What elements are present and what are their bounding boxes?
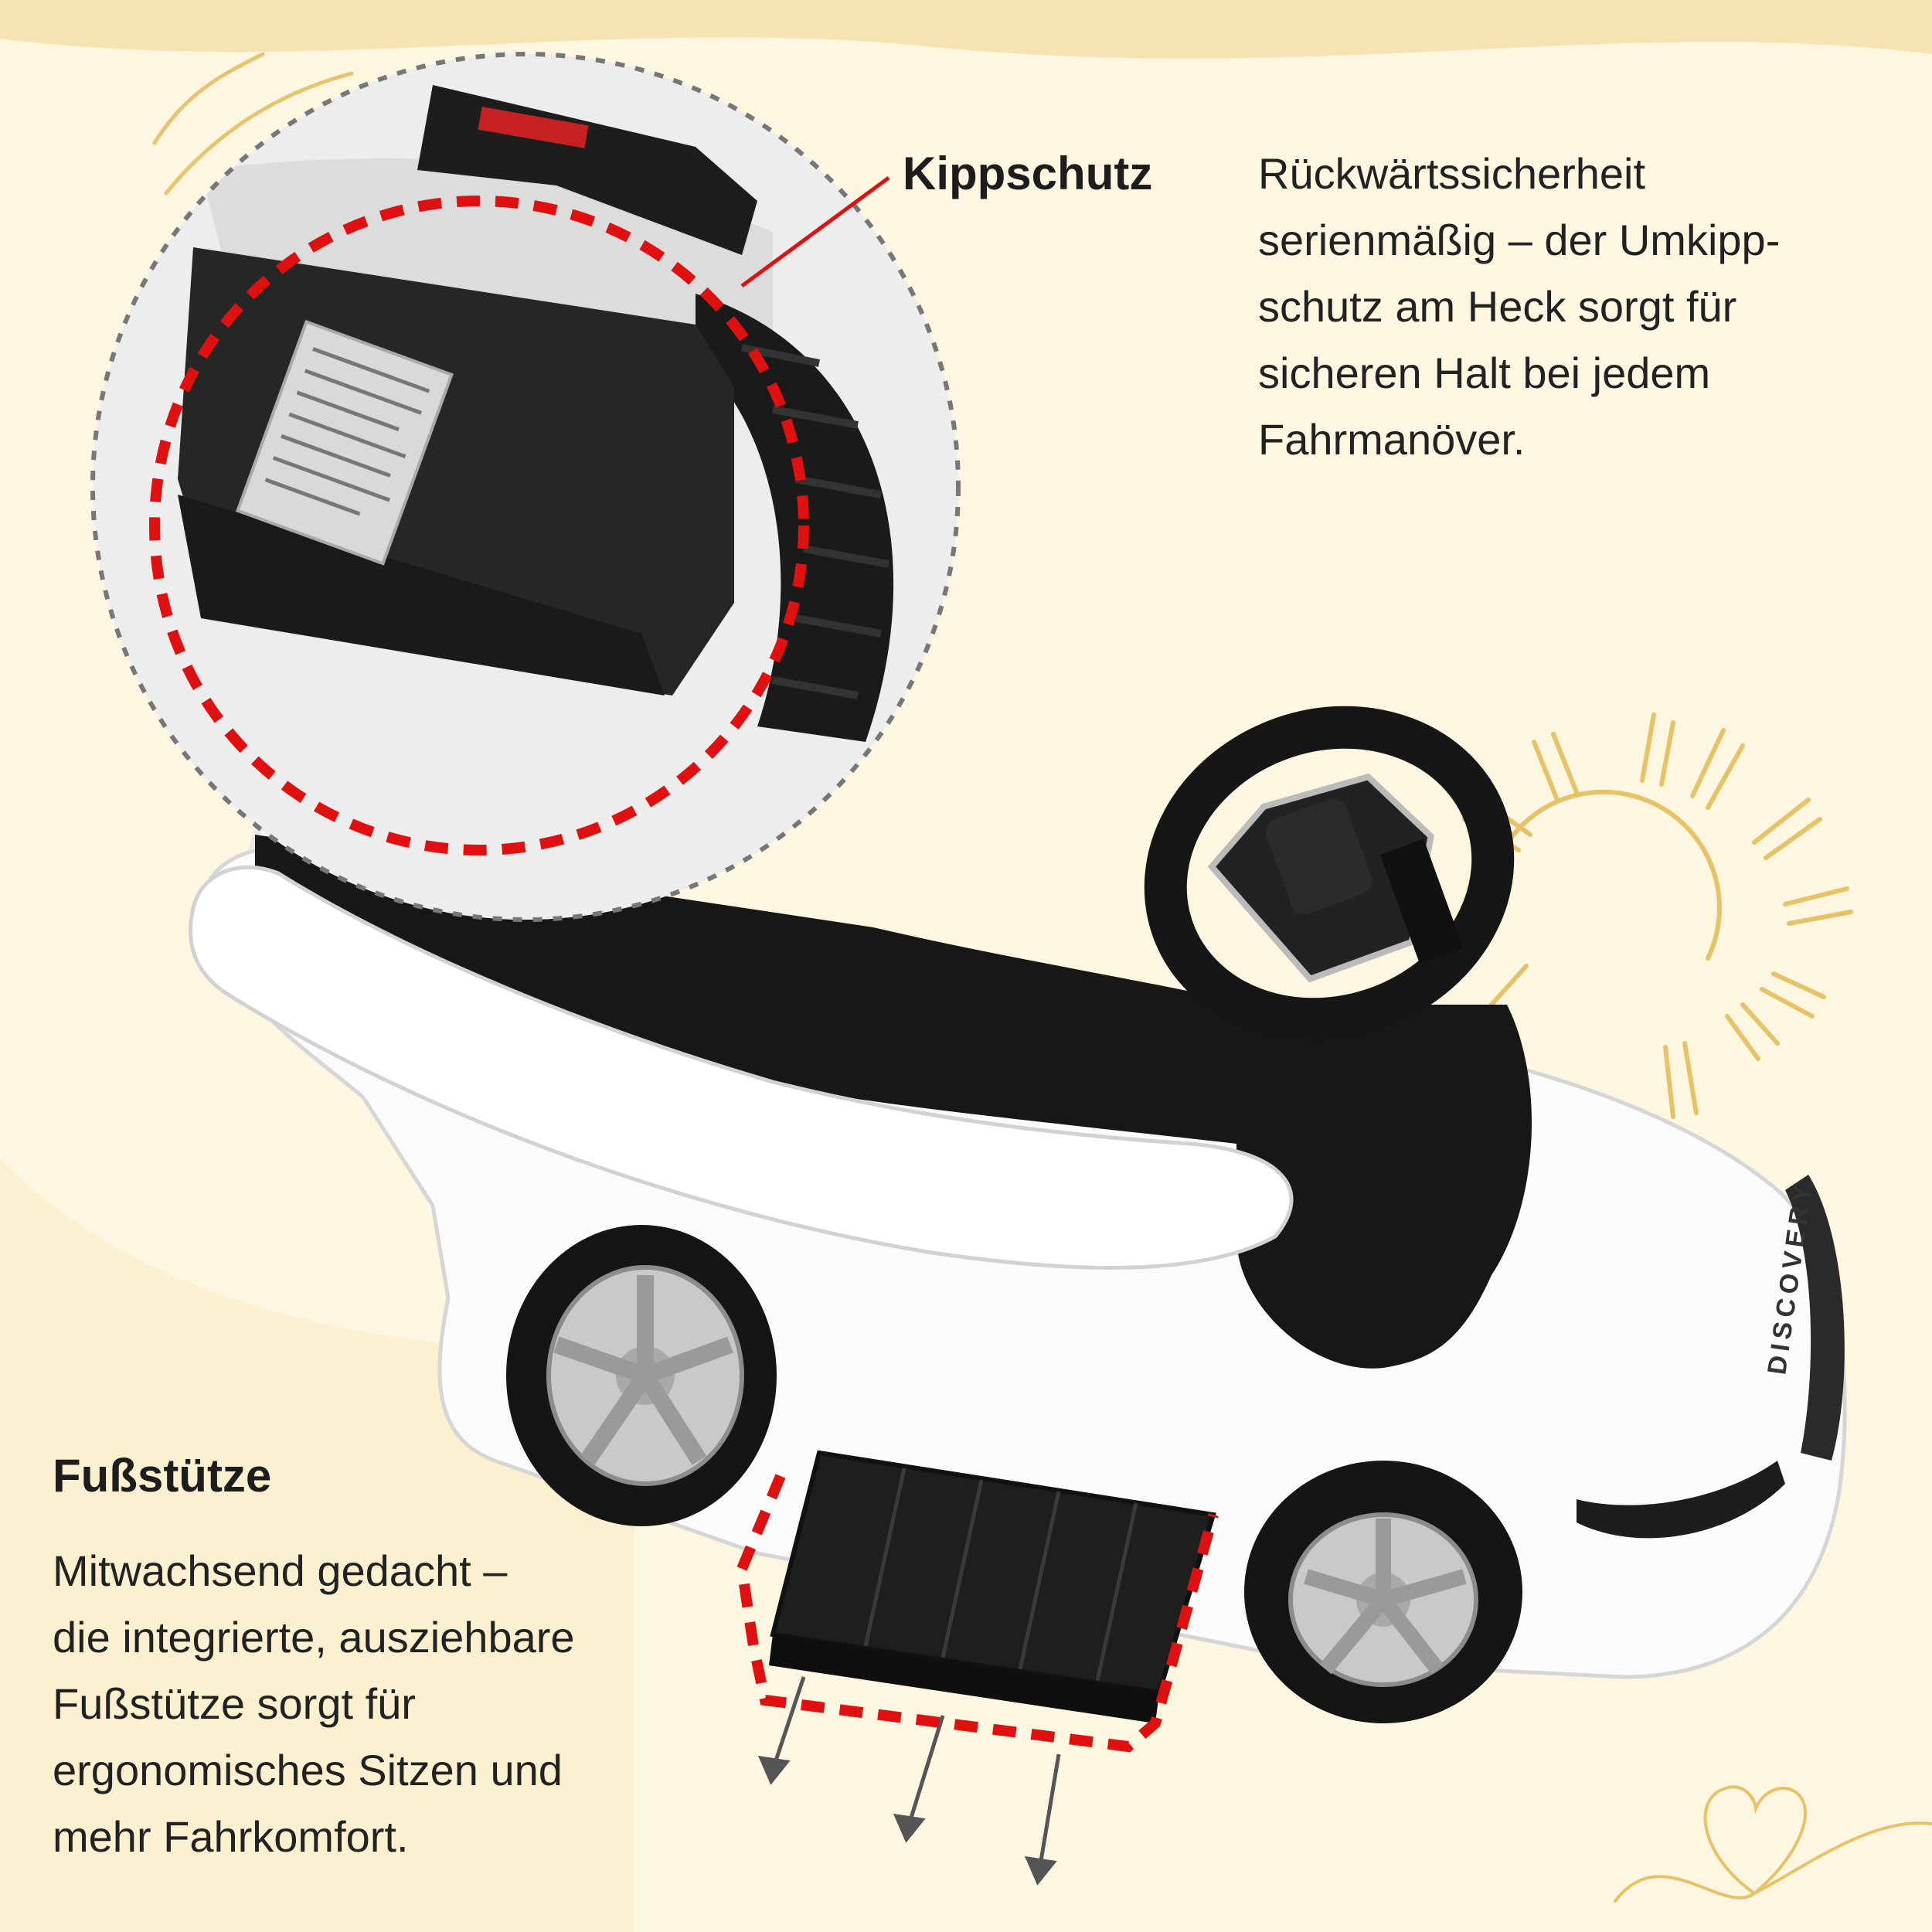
description-line: serienmäßig – der Umkipp-: [1258, 216, 1781, 264]
top-wave: [0, 0, 1932, 59]
description-line: schutz am Heck sorgt für: [1258, 282, 1737, 331]
front-grille: [1785, 1175, 1845, 1461]
front-wheel: [1244, 1461, 1522, 1723]
footrest-heading: Fußstütze: [53, 1450, 272, 1502]
description-line: Rückwärtssicherheit: [1258, 149, 1646, 198]
rear-wheel: [506, 1225, 777, 1526]
description-line: sicheren Halt bei jedem: [1258, 349, 1711, 397]
heart-icon: [1614, 1785, 1932, 1903]
description-line: Fahrmanöver.: [1258, 415, 1526, 464]
headlight: [1577, 1461, 1785, 1539]
down-arrow-icon: [757, 1676, 1061, 1886]
description-line: ergonomisches Sitzen und: [53, 1746, 563, 1794]
callout-leader-line: [740, 175, 890, 288]
description-line: Fußstütze sorgt für: [53, 1679, 416, 1728]
warning-label-sticker: [235, 319, 454, 566]
description-line: die integrierte, ausziehbare: [53, 1613, 575, 1662]
steering-wheel: [1144, 706, 1515, 1041]
side-rail: [189, 865, 1294, 1270]
car-seat: [255, 835, 1532, 1369]
tipping-guard-description: Rückwärtssicherheit serienmäßig – der Um…: [1258, 141, 1780, 473]
description-line: Mitwachsend gedacht –: [53, 1546, 508, 1595]
tipping-guard-heading: Kippschutz: [903, 148, 1153, 199]
footrest-highlight: [736, 1474, 1219, 1753]
footrest-description: Mitwachsend gedacht – die integrierte, a…: [53, 1538, 575, 1870]
motion-lines-icon: [152, 52, 354, 196]
tipping-guard-highlight: [149, 196, 809, 855]
description-line: mehr Fahrkomfort.: [53, 1812, 409, 1861]
